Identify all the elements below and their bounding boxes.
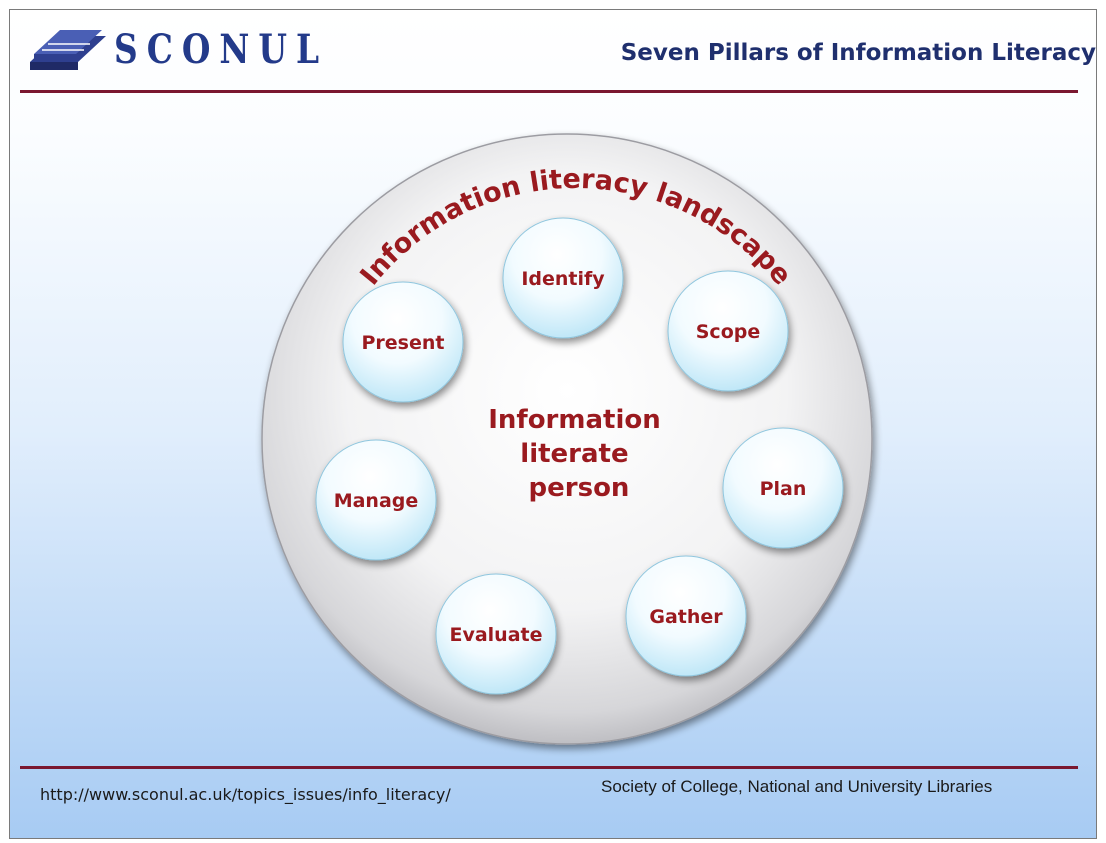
- pillar-circle-evaluate: [435, 573, 557, 695]
- center-label: Information literate person: [488, 405, 670, 503]
- logo-text: SCONUL: [114, 26, 329, 73]
- center-label-line-1: Information: [488, 405, 661, 435]
- footer-url[interactable]: http://www.sconul.ac.uk/topics_issues/in…: [40, 785, 451, 804]
- footer-divider: [20, 766, 1078, 769]
- center-label-line-3: person: [529, 473, 630, 503]
- center-label-line-2: literate: [520, 439, 628, 469]
- pillar-label-evaluate: Evaluate: [449, 624, 542, 646]
- pillar-label-manage: Manage: [334, 490, 419, 512]
- pillar-manage: Manage: [315, 439, 437, 561]
- pillar-circle-plan: [722, 427, 844, 549]
- pillar-circle-scope: [667, 270, 789, 392]
- pillar-label-present: Present: [362, 332, 445, 354]
- books-logo-icon: [30, 30, 106, 70]
- pillar-label-identify: Identify: [521, 268, 605, 290]
- page-title: Seven Pillars of Information Literacy: [620, 40, 1096, 66]
- pillar-circle-present: [342, 281, 464, 403]
- header-divider: [20, 90, 1078, 93]
- pillar-label-scope: Scope: [696, 321, 761, 343]
- pillar-circle-identify: [502, 217, 624, 339]
- pillar-label-gather: Gather: [649, 606, 723, 628]
- pillar-label-plan: Plan: [760, 478, 807, 500]
- footer-organization: Society of College, National and Univers…: [601, 777, 993, 796]
- slide: SCONUL Seven Pillars of Information Lite…: [9, 9, 1097, 839]
- pillar-present: Present: [342, 281, 464, 403]
- pillar-gather: Gather: [625, 555, 747, 677]
- pillar-evaluate: Evaluate: [435, 573, 557, 695]
- pillar-scope: Scope: [667, 270, 789, 392]
- pillar-plan: Plan: [722, 427, 844, 549]
- seven-pillars-diagram: Information literacy landscape IdentifyS…: [261, 133, 873, 745]
- pillar-circle-manage: [315, 439, 437, 561]
- pillar-circle-gather: [625, 555, 747, 677]
- sconul-logo: SCONUL: [28, 24, 319, 84]
- pillar-identify: Identify: [502, 217, 624, 339]
